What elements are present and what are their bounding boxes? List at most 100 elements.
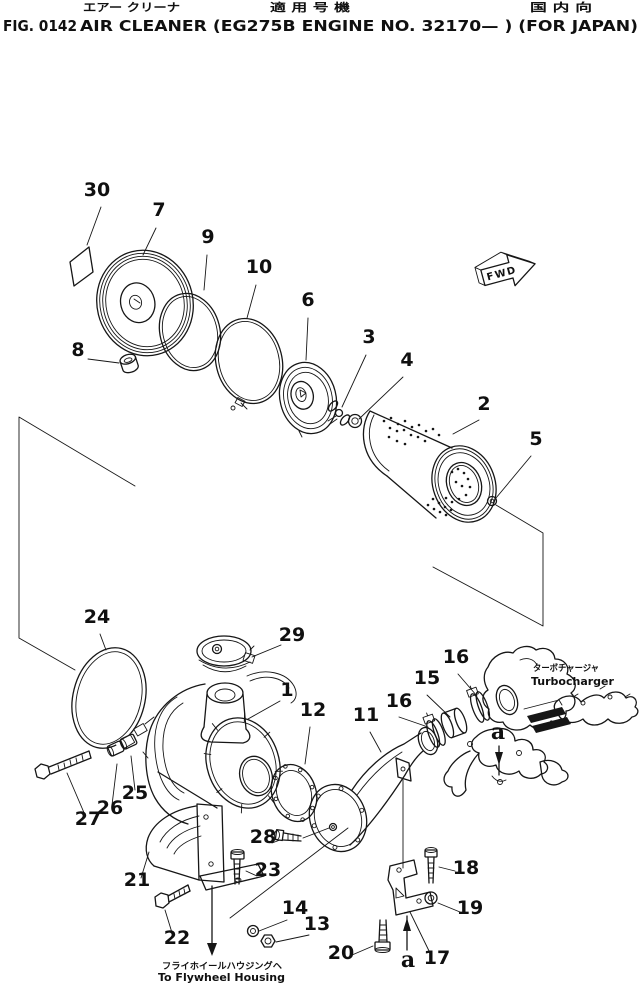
assembly-reference-lines: [18, 416, 544, 919]
flywheel-note-jp: フライホイールハウジングヘ: [162, 960, 282, 972]
fwd-arrow: FWD: [474, 251, 536, 287]
part-6-cover-drawing: [278, 361, 338, 438]
leader-19: [437, 902, 461, 913]
leader-1: [247, 700, 281, 720]
leader-20: [351, 945, 374, 956]
part-8-cap-drawing: [119, 353, 139, 374]
callout-9: 9: [201, 226, 214, 248]
part-27-bolt-drawing: [34, 750, 92, 780]
part-11-elbow-drawing: [308, 726, 439, 853]
callout-labels: 30 7 9 10 6 3 4 2 5 8 24 29 1 12 11 16 1…: [71, 179, 542, 973]
part-2-element-drawing: [362, 410, 497, 523]
header-jp-domestic: 国 内 向: [530, 0, 592, 14]
callout-30: 30: [84, 179, 110, 201]
part-25-fitting-drawing: [119, 733, 138, 750]
page-header: エアー クリーナ 適 用 号 機 国 内 向 FIG. 0142 AIR CLE…: [3, 0, 638, 35]
leader-26: [111, 763, 118, 806]
leader-10: [246, 284, 257, 319]
part-16-clamp-left-drawing: [422, 712, 446, 748]
callout-leader-lines: [66, 206, 532, 956]
part-26-fitting-drawing: [106, 740, 125, 757]
callout-2: 2: [477, 393, 490, 415]
callout-20: 20: [328, 942, 354, 964]
turbocharger-drawing: ターボチャージャ Turbocharger: [443, 645, 639, 797]
leader-24: [99, 633, 107, 651]
leader-30: [86, 206, 102, 246]
flywheel-arrow-head: [207, 943, 217, 956]
part-29-cap-drawing: [196, 635, 256, 673]
part-4-nut-drawing: [347, 413, 363, 429]
callout-16-lower: 16: [386, 690, 412, 712]
callout-13: 13: [304, 913, 330, 935]
part-14-washer-drawing: [246, 924, 260, 938]
callout-28: 28: [250, 826, 276, 848]
figure-title: AIR CLEANER (EG275B ENGINE NO. 32170— ) …: [80, 17, 638, 35]
part-12-gasket-drawing: [270, 763, 318, 823]
leader-14: [258, 919, 288, 932]
figure-number: FIG. 0142: [3, 17, 77, 35]
callout-7: 7: [152, 199, 165, 221]
leader-22: [164, 909, 174, 937]
part-3-wing-nut-drawing: [327, 400, 351, 426]
part-19-nut-drawing: [424, 891, 438, 905]
callout-14: 14: [282, 897, 308, 919]
part-10-clamp-ring-drawing: [214, 317, 284, 411]
leader-5: [495, 455, 532, 499]
leader-27: [66, 772, 86, 816]
leader-3: [341, 354, 367, 408]
callout-25: 25: [122, 782, 148, 804]
callout-22: 22: [164, 927, 190, 949]
flywheel-housing-note: フライホイールハウジングヘ To Flywheel Housing: [158, 885, 285, 984]
callout-6: 6: [301, 289, 314, 311]
callout-19: 19: [457, 897, 483, 919]
callout-11: 11: [353, 704, 379, 726]
leader-2: [452, 419, 480, 435]
leader-17: [409, 911, 432, 956]
element-perforations: [382, 416, 472, 517]
leader-21: [140, 851, 150, 879]
part-5-grommet-drawing: [486, 495, 498, 507]
leader-6: [305, 317, 309, 361]
leader-29: [251, 644, 282, 658]
callout-17: 17: [424, 947, 450, 969]
callout-26: 26: [97, 797, 123, 819]
callout-15: 15: [414, 667, 440, 689]
leader-13: [275, 934, 310, 943]
leader-12: [304, 726, 311, 765]
turbocharger-label-jp: ターボチャージャ: [533, 662, 599, 674]
callout-4: 4: [400, 349, 413, 371]
callout-3: 3: [362, 326, 375, 348]
callout-12: 12: [300, 699, 326, 721]
leader-16-upper: [457, 673, 478, 697]
callout-5: 5: [529, 428, 542, 450]
leader-18: [438, 866, 456, 872]
right-reference-polyline: [432, 504, 544, 627]
callout-1: 1: [280, 679, 293, 701]
flange-hardware-line: [229, 827, 349, 919]
leader-7: [142, 227, 157, 256]
leader-8: [87, 358, 120, 364]
leader-28: [271, 839, 281, 844]
part-20-bolt-drawing: [374, 919, 391, 953]
callout-21: 21: [124, 869, 150, 891]
part-23-bolt-drawing: [230, 849, 245, 885]
leader-25: [130, 755, 136, 791]
leader-11: [369, 731, 382, 753]
leader-4: [358, 376, 404, 420]
header-jp-applicable-serial: 適 用 号 機: [270, 0, 350, 14]
part-21-shield-drawing: [145, 803, 265, 891]
callout-a-lower: a: [401, 947, 415, 973]
callout-27: 27: [75, 808, 101, 830]
part-1-body-drawing: [142, 671, 297, 825]
header-jp-air-cleaner: エアー クリーナ: [83, 1, 180, 14]
a-arrow-lower: [403, 915, 411, 951]
leader-9: [203, 254, 208, 291]
leader-16-lower: [398, 716, 429, 728]
a-arrow-upper: [495, 745, 503, 776]
leader-15: [426, 694, 451, 718]
part-18-bolt-drawing: [424, 847, 438, 884]
callout-18: 18: [453, 857, 479, 879]
part-30-plate-drawing: [69, 246, 94, 287]
